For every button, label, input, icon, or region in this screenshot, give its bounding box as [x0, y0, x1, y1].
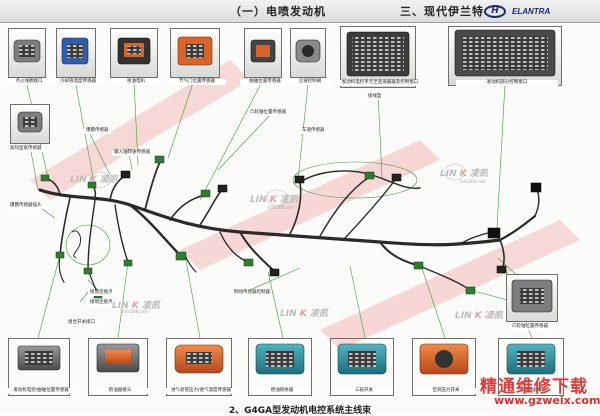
- connector-frame-o2-sensor: [10, 104, 50, 144]
- connector-frame-crank-sensor: [244, 28, 282, 78]
- label-fuel-injector: 燃油喷射器: [254, 388, 310, 394]
- label-ac-pressure: 空调压力开关: [416, 388, 476, 394]
- watermark-lin: LIN: [70, 175, 87, 185]
- label-cam-sensor-right: 凸轮轴位置传感器: [510, 324, 550, 330]
- connector-frame-map-iat: [166, 338, 232, 396]
- watermark-lin: LIN: [440, 169, 457, 179]
- watermark-stripes: [30, 60, 580, 350]
- label-ignition-coil: 点火线圈接口: [6, 79, 52, 85]
- connector-frame-ac-pressure: [412, 338, 476, 396]
- connector-frame-ignition-coil: [8, 28, 46, 78]
- connector-frame-ecu-main: [340, 26, 416, 88]
- watermark-kai: 凌凯: [469, 169, 488, 179]
- label-triple-switch: 三段开关: [336, 388, 392, 394]
- label-cam-sensor-upper: 凸轮轴位置传感器: [248, 110, 288, 116]
- watermark-badge-3: LIN K 凌凯: [440, 166, 488, 179]
- label-coolant-temp: 冷却液温度传感器: [52, 79, 104, 85]
- label-ground-point-2: 接地连接点: [88, 300, 115, 306]
- watermark-k: K: [131, 301, 139, 311]
- connector-frame-o2-plug: [498, 338, 564, 396]
- hyundai-logo-icon: H: [484, 4, 506, 18]
- label-idle-valve: 怠速控制阀: [288, 79, 332, 85]
- connector-frame-ecu-crank: [8, 338, 70, 396]
- connector-frame-injector: [110, 28, 158, 78]
- watermark-lin: LIN: [280, 309, 297, 319]
- label-input-shaft-sensor: 输入轴转速传感器: [112, 150, 152, 156]
- label-junction-box: 接线盒: [366, 94, 384, 100]
- brand-logo: H ELANTRA: [484, 3, 592, 19]
- connector-frame-fuel-injector: [248, 338, 312, 396]
- watermark-k: K: [89, 175, 97, 185]
- label-speed-sensor: 车速传感器: [300, 128, 327, 134]
- watermark-site-small-3: link168.net: [460, 180, 486, 185]
- figure-caption: 2、G4GA型发动机电控系统主线束: [228, 406, 372, 416]
- watermark-logos: [89, 163, 466, 207]
- connector-frame-tps: [170, 28, 220, 78]
- connector-frame-cam-sensor: [506, 274, 558, 322]
- watermark-kai: 凌凯: [309, 309, 328, 319]
- watermark-badge-2: LIN K 凌凯: [250, 192, 298, 205]
- label-ground-point-1: 接地连接点: [88, 290, 115, 296]
- watermark-kai: 凌凯: [141, 301, 160, 311]
- watermark-k: K: [299, 309, 307, 319]
- label-ecu-main: 发动机电控单元至变速器器及控制接口: [336, 80, 424, 86]
- label-tps: 节气门位置传感器: [168, 79, 226, 85]
- label-map-iat: 进气歧管压力/进气温度传感器: [164, 388, 238, 394]
- watermark-kai: 凌凯: [484, 311, 503, 321]
- watermark-badge-5: LIN K 凌凯: [280, 306, 328, 319]
- connector-frame-triple-switch: [330, 338, 394, 396]
- watermark-lin: LIN: [250, 195, 267, 205]
- watermark-badge-6: LIN K 凌凯: [455, 308, 503, 321]
- bottom-connector-art: [17, 343, 556, 375]
- page-header: （一）电喷发动机 三、现代伊兰特 H ELANTRA: [0, 0, 600, 23]
- label-injector: 喷油电机: [112, 79, 160, 85]
- section-title: （一）电喷发动机: [230, 5, 326, 18]
- label-ecu-crank: 发动机电控/曲轴位置传感器: [6, 388, 76, 394]
- watermark-site-cn: 精通维修下载: [480, 377, 588, 397]
- watermark-k: K: [474, 311, 482, 321]
- label-brake-sensor-ctrl: 制动传感器控制器: [232, 290, 272, 296]
- label-injector-plug: 喷油器接头: [92, 388, 148, 394]
- watermark-site-small-1: link168.net: [268, 206, 294, 211]
- label-o2-plug: 氧传感器接头: [504, 388, 562, 394]
- watermark-k: K: [269, 195, 277, 205]
- label-o2-sensor: 加热型氧传感器: [8, 146, 44, 152]
- label-crank-sensor: 曲轴位置传感器: [240, 79, 290, 85]
- watermark-kai: 凌凯: [99, 175, 118, 185]
- brand-logo-text: ELANTRA: [512, 6, 551, 16]
- highlight-ellipse-right: [292, 161, 418, 199]
- label-knock-plug: 爆震传感器插头: [8, 203, 44, 209]
- label-knock-sensor: 爆震传感器: [84, 128, 111, 134]
- watermark-badge-1: LIN K 凌凯: [70, 172, 118, 185]
- connector-frame-injector-plug: [88, 338, 148, 396]
- watermark-lin: LIN: [112, 301, 129, 311]
- watermark-badge-4: LIN K 凌凯: [112, 298, 160, 311]
- label-ecu-part: 发动机部分控制接口: [456, 80, 558, 86]
- watermark-kai: 凌凯: [279, 195, 298, 205]
- chapter-title: 三、现代伊兰特: [400, 5, 484, 18]
- connector-frame-coolant-temp: [56, 28, 96, 78]
- watermark-site-small-2: link168.net: [122, 310, 148, 315]
- watermark-lin: LIN: [455, 311, 472, 321]
- watermark-site-url: www.gzweix.com: [494, 394, 600, 407]
- watermark-k: K: [459, 169, 467, 179]
- label-combination-switch: 组合开关接口: [66, 320, 97, 326]
- connector-frame-idle-valve: [290, 28, 326, 78]
- connector-frame-ecu-part: [448, 26, 562, 86]
